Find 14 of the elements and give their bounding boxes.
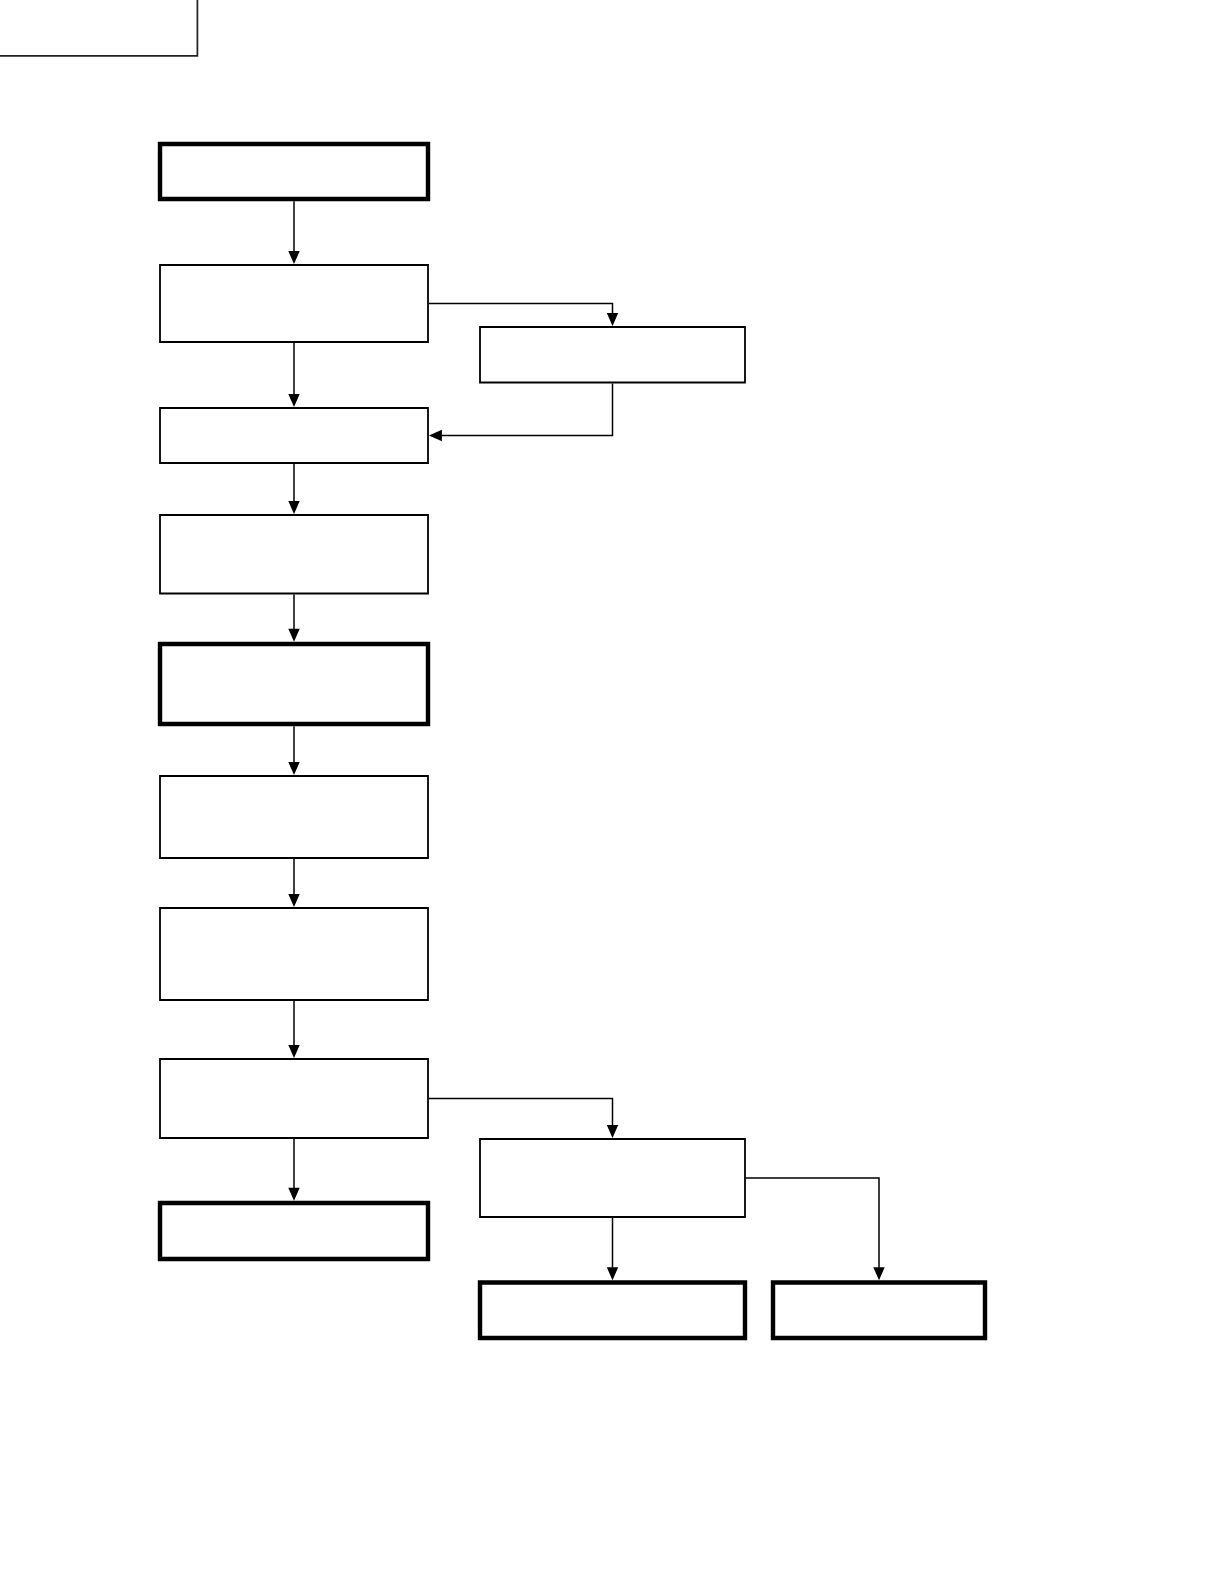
process-box: [159, 907, 429, 1001]
process-box: [159, 514, 429, 595]
process-box: [157, 641, 431, 727]
process-box: [159, 264, 429, 343]
process-box: [770, 1280, 988, 1341]
process-box: [157, 1200, 431, 1262]
process-box: [477, 1280, 748, 1341]
process-box: [157, 141, 431, 202]
process-box: [159, 1058, 429, 1139]
process-box: [479, 326, 746, 384]
corner-box: [0, 0, 199, 57]
process-box: [159, 775, 429, 859]
process-box: [159, 407, 429, 464]
process-box: [479, 1138, 746, 1218]
